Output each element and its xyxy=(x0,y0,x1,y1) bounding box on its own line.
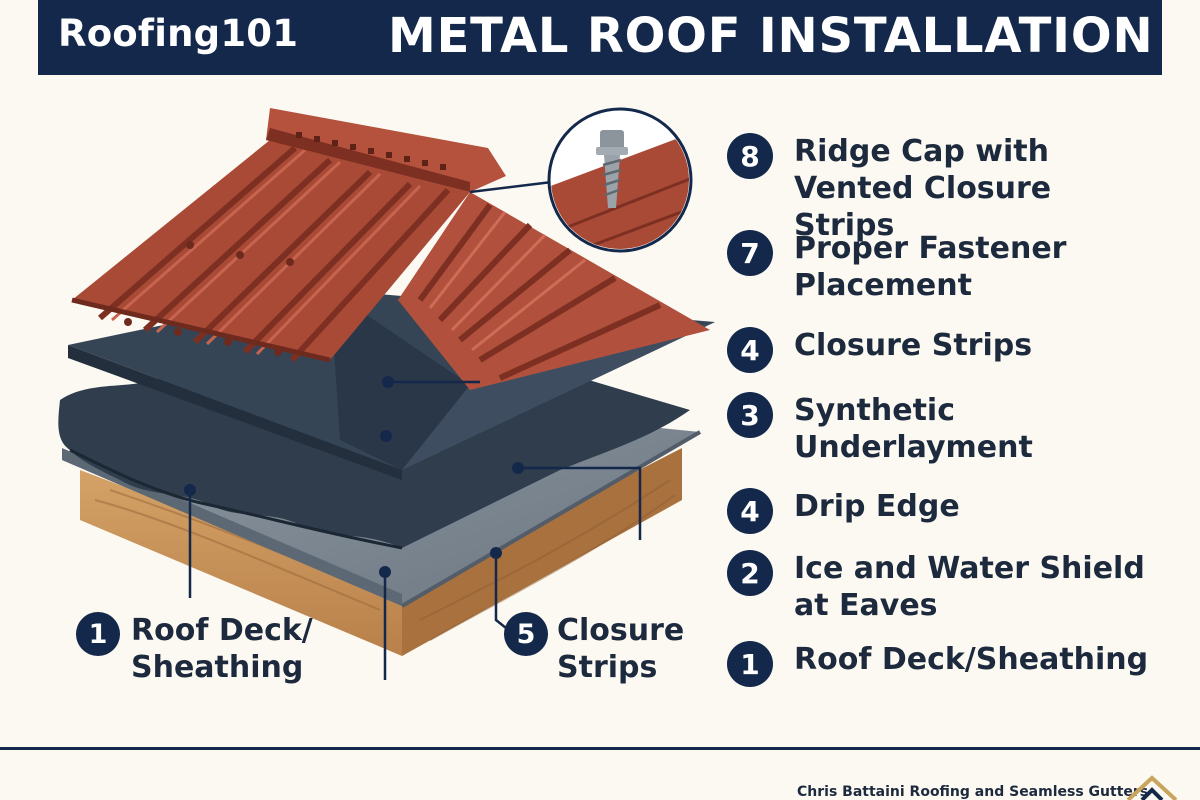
components-legend: 8 Ridge Cap with Vented Closure Strips 7… xyxy=(727,0,1187,700)
callout-label-line1: Roof Deck/ xyxy=(131,613,313,648)
title-bar xyxy=(38,0,1162,75)
step-number-badge: 7 xyxy=(727,230,773,276)
step-number-badge: 1 xyxy=(727,641,773,687)
legend-label: Drip Edge xyxy=(794,489,960,524)
step-number-badge: 8 xyxy=(727,133,773,179)
step-number-badge: 2 xyxy=(727,550,773,596)
legend-item-roof-deck: 1 Roof Deck/Sheathing xyxy=(727,641,1154,687)
leader-dots xyxy=(184,376,524,578)
callout-closure-strips: 5 Closure Strips xyxy=(504,612,684,686)
legend-label: Ice and Water Shield at Eaves xyxy=(794,551,1145,623)
legend-item-fastener-placement: 7 Proper Fastener Placement xyxy=(727,230,1154,304)
legend-label: Proper Fastener Placement xyxy=(794,231,1067,303)
legend-label: Closure Strips xyxy=(794,328,1033,363)
callout-roof-deck: 1 Roof Deck/ Sheathing xyxy=(76,612,313,686)
metal-roof-panels-right xyxy=(398,192,710,390)
brand-name: Roofing101 xyxy=(58,12,299,55)
legend-label: Synthetic Underlayment xyxy=(794,393,1033,465)
legend-item-ridge-cap: 8 Ridge Cap with Vented Closure Strips xyxy=(727,133,1154,244)
legend-item-closure-strips: 4 Closure Strips xyxy=(727,327,1154,373)
callout-label: Closure Strips xyxy=(557,612,684,686)
step-number-badge: 3 xyxy=(727,392,773,438)
house-logo-icon xyxy=(1126,775,1178,800)
callout-number-badge: 1 xyxy=(76,612,120,656)
page-title: METAL ROOF INSTALLATION xyxy=(388,8,1154,64)
roof-deck-sheathing xyxy=(80,448,682,656)
legend-label: Roof Deck/Sheathing xyxy=(794,642,1149,677)
footer-divider xyxy=(0,747,1200,750)
step-number-badge: 4 xyxy=(727,488,773,534)
callout-label-line2: Sheathing xyxy=(131,650,304,685)
legend-item-synthetic-underlayment: 3 Synthetic Underlayment xyxy=(727,392,1154,466)
metal-roof-panels-left xyxy=(71,140,470,363)
fastener-zoom-circle xyxy=(547,107,693,253)
company-name: Chris Battaini Roofing and Seamless Gutt… xyxy=(797,784,1149,800)
callout-label-line1: Closure xyxy=(557,613,685,648)
legend-item-drip-edge: 4 Drip Edge xyxy=(727,488,1154,534)
callout-number-badge: 5 xyxy=(504,612,548,656)
step-number-badge: 4 xyxy=(727,327,773,373)
callout-label-line2: Strips xyxy=(557,650,658,685)
leader-lines xyxy=(188,180,642,680)
callout-label: Roof Deck/ Sheathing xyxy=(131,612,313,686)
legend-item-ice-water-shield: 2 Ice and Water Shield at Eaves xyxy=(727,550,1154,624)
screw-icon xyxy=(596,130,628,208)
legend-label: Ridge Cap with Vented Closure Strips xyxy=(794,134,1052,243)
ridge-cap xyxy=(266,108,506,192)
